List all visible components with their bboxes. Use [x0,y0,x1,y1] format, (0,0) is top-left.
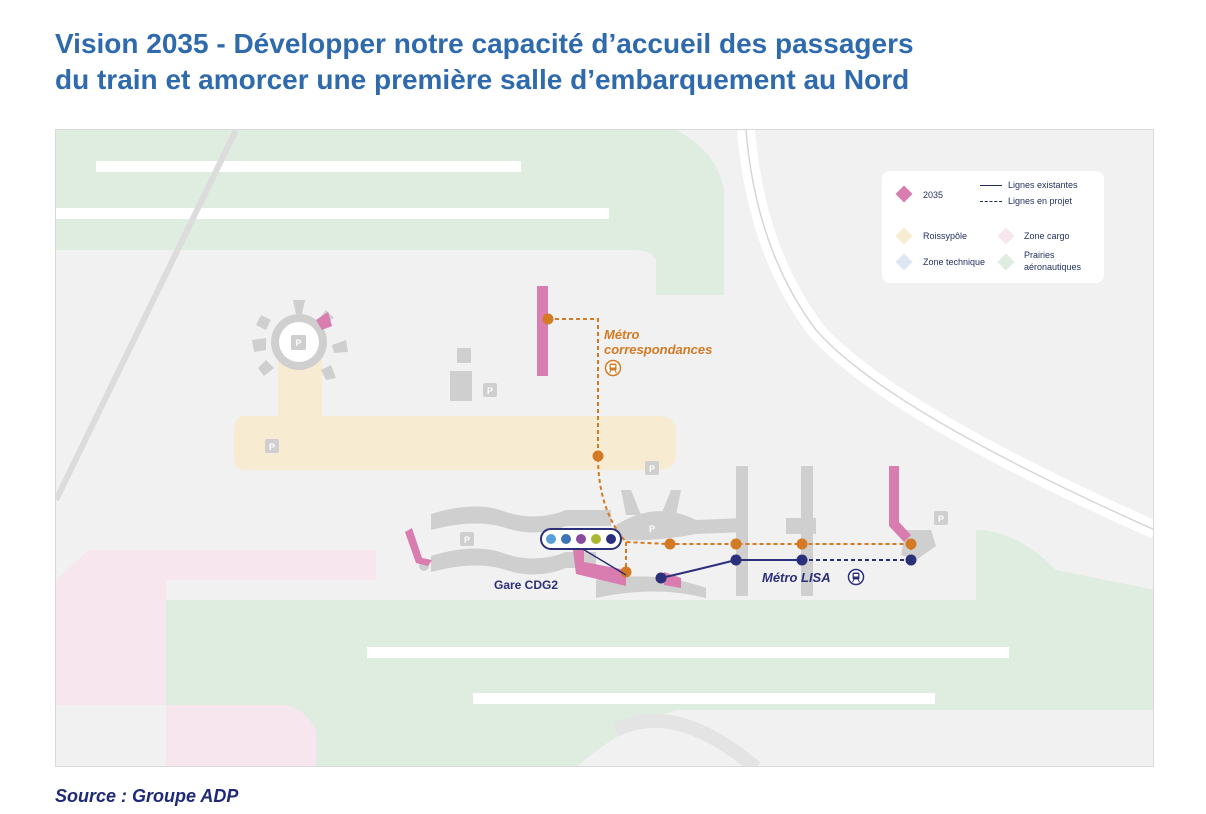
rail-line [56,130,239,502]
legend-existing-line-icon [980,185,1002,186]
metro-correspondances-line [548,318,912,550]
rail-lines-dots [546,534,616,544]
airport-map: P P P P P P P [55,129,1154,767]
building-small-1 [457,348,471,363]
legend-planned-line-icon [980,201,1002,202]
prairie-south [166,600,1153,766]
prairie-southeast [976,530,1153,600]
zone-cargo-area-1 [56,518,377,705]
parking-markers [265,335,948,546]
legend-existing-lines: Lignes existantes [1008,180,1078,190]
metro-lisa-label: Métro LISA [762,570,831,585]
runway-south-2 [473,693,935,704]
parking-icon: P [269,442,275,452]
terminal-west-2035 [405,528,432,566]
zone-cargo-area-2 [166,705,316,766]
title-line-1: Vision 2035 - Développer notre capacité … [55,28,914,59]
title-line-2: du train et amorcer une première salle d… [55,64,910,95]
runway-south-1 [367,647,1009,658]
parking-icon: P [464,535,470,545]
legend-prairies-line1: Prairies [1024,250,1055,260]
parking-icon: P [649,524,655,534]
metro-correspondances-label-2: correspondances [604,342,712,357]
gare-cdg2-label: Gare CDG2 [494,578,558,592]
legend-planned-lines: Lignes en projet [1008,196,1073,206]
zone-cargo-swatch-icon [997,227,1015,245]
page-title: Vision 2035 - Développer notre capacité … [55,26,1155,98]
highway-east-edge [745,130,1153,530]
metro-correspondances-stations [542,313,917,578]
parking-icon: P [938,514,944,524]
train-icon [604,359,622,377]
source-caption: Source : Groupe ADP [55,786,239,806]
parking-icon: P [649,464,655,474]
legend-2035: 2035 [923,190,944,200]
parking-icon: P [487,386,493,396]
legend-zone-cargo: Zone cargo [1024,231,1070,241]
gare-extension-2035 [573,550,626,586]
terminal-east-2035 [889,466,911,542]
runway-north-2 [56,208,609,219]
metro-lisa-stations [655,554,917,584]
parking-icon: P [295,338,301,348]
parking-labels: P P P P P P P [269,338,944,545]
zone-technique-swatch-icon [895,253,913,271]
road-south [612,713,761,766]
legend-zone-technique: Zone technique [923,257,986,267]
roissypole-swatch-icon [895,227,913,245]
satellite-north-2035 [537,286,548,376]
diamond-2035-icon [895,185,913,203]
train-icon [847,568,865,586]
building-small-2 [450,371,472,401]
prairies-swatch-icon [997,253,1015,271]
legend-roissypole: Roissypôle [923,231,968,241]
runway-north-1 [96,161,521,172]
roissypole-area [234,360,676,470]
map-legend: 2035 Lignes existantes Lignes en projet … [882,171,1104,283]
legend-prairies-line2: aéronautiques [1024,262,1082,272]
metro-correspondances-label-1: Métro [604,327,639,342]
